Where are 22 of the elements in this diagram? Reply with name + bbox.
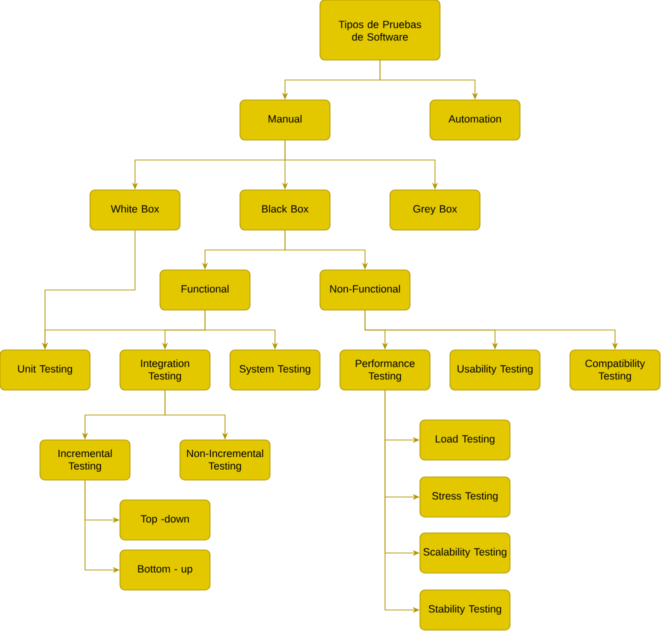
- process-box: Scalability Testing: [420, 532, 510, 574]
- process-box: Black Box: [240, 190, 330, 230]
- process-box: Tipos de Pruebas de Software: [320, 0, 440, 60]
- process-box: Integration Testing: [120, 350, 210, 390]
- process-box: Top -down: [120, 500, 210, 540]
- process-box: Unit Testing: [0, 350, 90, 390]
- process-box: Manual: [240, 100, 330, 140]
- process-box: Automation: [430, 100, 520, 140]
- process-box: Functional: [160, 270, 250, 310]
- process-box: Performance Testing: [340, 350, 430, 390]
- process-box: Grey Box: [390, 190, 480, 230]
- process-box: System Testing: [230, 350, 320, 390]
- process-box: Bottom - up: [120, 550, 210, 590]
- process-box: Stability Testing: [420, 590, 510, 630]
- process-box: Stress Testing: [420, 476, 510, 518]
- process-box: Non-Incremental Testing: [180, 440, 270, 480]
- process-box: Incremental Testing: [40, 440, 130, 480]
- process-box: Non-Functional: [320, 270, 410, 310]
- process-box: Usability Testing: [450, 350, 540, 390]
- process-box: Load Testing: [420, 420, 510, 460]
- process-box: White Box: [90, 190, 180, 230]
- process-box: Compatibility Testing: [570, 350, 660, 390]
